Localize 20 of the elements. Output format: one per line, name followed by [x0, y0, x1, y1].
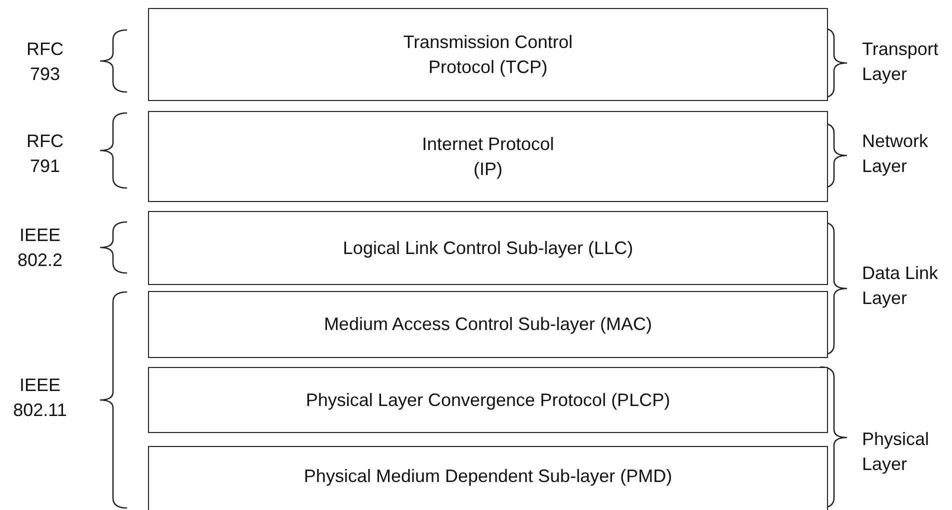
- layer-label: IEEE 802.2: [16, 224, 64, 272]
- layer-name: Physical Layer Convergence Protocol (PLCP): [306, 388, 670, 412]
- layer-label: Physical Layer: [862, 428, 930, 476]
- layer-label: Network Layer: [862, 130, 930, 178]
- layer-label: RFC 793: [26, 38, 64, 86]
- layer-label: Data Link Layer: [862, 262, 940, 310]
- layer-label: Transport Layer: [862, 38, 940, 86]
- layer-name: Logical Link Control Sub-layer (LLC): [342, 236, 634, 260]
- layer-box: [148, 211, 828, 285]
- layer-label: RFC 791: [26, 130, 64, 178]
- layer-box: [148, 291, 828, 358]
- layer-name: Medium Access Control Sub-layer (MAC): [324, 313, 652, 336]
- layer-box: [148, 446, 828, 510]
- layer-label: IEEE 802.11: [12, 374, 68, 422]
- layer-box: [148, 367, 828, 433]
- layer-box: [148, 111, 828, 202]
- layer-name: Physical Medium Dependent Sub-layer (PMD): [304, 465, 672, 488]
- layer-box: [148, 8, 828, 101]
- layer-name: Transmission Control Protocol (TCP): [402, 30, 574, 79]
- layer-name: Internet Protocol (IP): [420, 132, 556, 181]
